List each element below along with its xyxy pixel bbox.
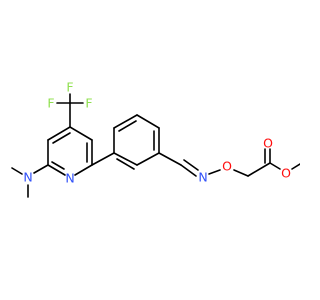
atom-f-left: F xyxy=(47,96,54,111)
atom-o-ether: O xyxy=(222,159,232,174)
bond-o-ethyl xyxy=(291,163,300,170)
bond-bz-5 xyxy=(113,114,138,129)
atom-o-carbonyl: O xyxy=(263,136,273,151)
bond-n-o xyxy=(208,169,221,175)
bond-py-4b xyxy=(51,161,65,170)
bond-ch2-co xyxy=(247,162,271,177)
bond-py-4 xyxy=(47,164,66,176)
bond-ch-n-2 xyxy=(183,159,199,171)
atom-n-pyridine: N xyxy=(65,171,74,186)
atom-o-ester: O xyxy=(281,166,291,181)
bond-bz-1b xyxy=(116,158,135,170)
bond-py-1 xyxy=(69,126,93,141)
bond-c-o-ester xyxy=(269,162,281,170)
atom-n-dimethyl: N xyxy=(23,170,32,185)
bond-o-ch2 xyxy=(233,169,249,177)
bond-bz-2 xyxy=(136,152,160,166)
atom-n-oxime: N xyxy=(198,170,207,185)
bond-py-6b xyxy=(52,132,71,144)
bond-biaryl xyxy=(91,152,115,166)
atom-labels: F F F N N N O O O xyxy=(23,80,291,186)
bond-py-3 xyxy=(74,164,93,176)
bond-bz-4 xyxy=(136,114,160,129)
molecule-canvas: F F F N N N O O O xyxy=(11,80,300,198)
bond-bz-5b xyxy=(118,120,137,132)
bond-bz-1 xyxy=(113,152,138,166)
atom-f-right: F xyxy=(85,96,92,111)
bond-aryl-ch xyxy=(158,152,182,166)
atom-f-top: F xyxy=(66,80,73,95)
bond-n-methyl-up xyxy=(11,167,23,175)
bonds xyxy=(11,93,300,198)
molecule-structure: F F F N N N O O O xyxy=(11,80,300,198)
bond-ch-n-1 xyxy=(180,164,197,177)
bond-c-ndimethyl xyxy=(33,164,49,174)
bond-py-6 xyxy=(47,126,71,141)
